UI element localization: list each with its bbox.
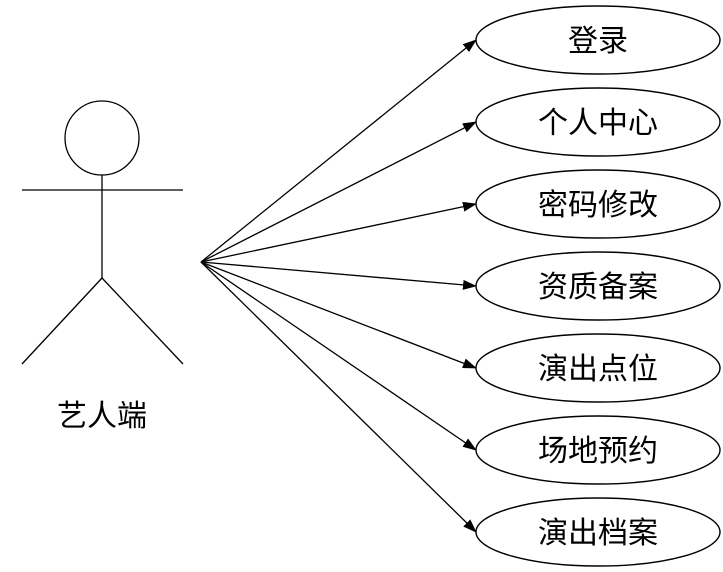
actor-figure: 艺人端 (21, 100, 184, 434)
association-arrow-password-change (200, 201, 477, 263)
association-arrow-performance-spots (200, 261, 477, 369)
actor-left-leg (21, 277, 103, 365)
use-case-label-password-change: 密码修改 (538, 188, 658, 223)
association-arrow-personal-center (200, 121, 477, 263)
use-case-ellipse-performance-archive (475, 497, 721, 567)
use-case-login: 登录 (475, 5, 721, 75)
use-case-ellipse-personal-center (475, 87, 721, 157)
use-case-venue-booking: 场地预约 (475, 415, 721, 485)
use-case-personal-center: 个人中心 (475, 87, 721, 157)
use-case-ellipse-venue-booking (475, 415, 721, 485)
use-case-label-venue-booking: 场地预约 (538, 434, 658, 469)
use-case-ellipse-password-change (475, 169, 721, 239)
use-case-label-personal-center: 个人中心 (538, 106, 658, 141)
use-case-password-change: 密码修改 (475, 169, 721, 239)
association-arrow-performance-archive (200, 261, 477, 533)
use-case-label-login: 登录 (568, 24, 628, 59)
association-arrows (200, 39, 477, 533)
use-case-ellipse-login (475, 5, 721, 75)
use-case-performance-spots: 演出点位 (475, 333, 721, 403)
use-case-ellipse-qualification-filing (475, 251, 721, 321)
actor-label: 艺人端 (57, 399, 147, 434)
use-case-ellipse-performance-spots (475, 333, 721, 403)
association-arrow-qualification-filing (200, 261, 477, 290)
association-arrow-login (200, 39, 477, 263)
actor-head (64, 100, 140, 176)
use-case-label-qualification-filing: 资质备案 (538, 270, 658, 305)
use-case-label-performance-archive: 演出档案 (538, 516, 658, 551)
actor-right-leg (101, 277, 184, 365)
association-arrow-venue-booking (200, 261, 477, 451)
use-case-performance-archive: 演出档案 (475, 497, 721, 567)
use-case-label-performance-spots: 演出点位 (538, 352, 658, 387)
use-case-qualification-filing: 资质备案 (475, 251, 721, 321)
